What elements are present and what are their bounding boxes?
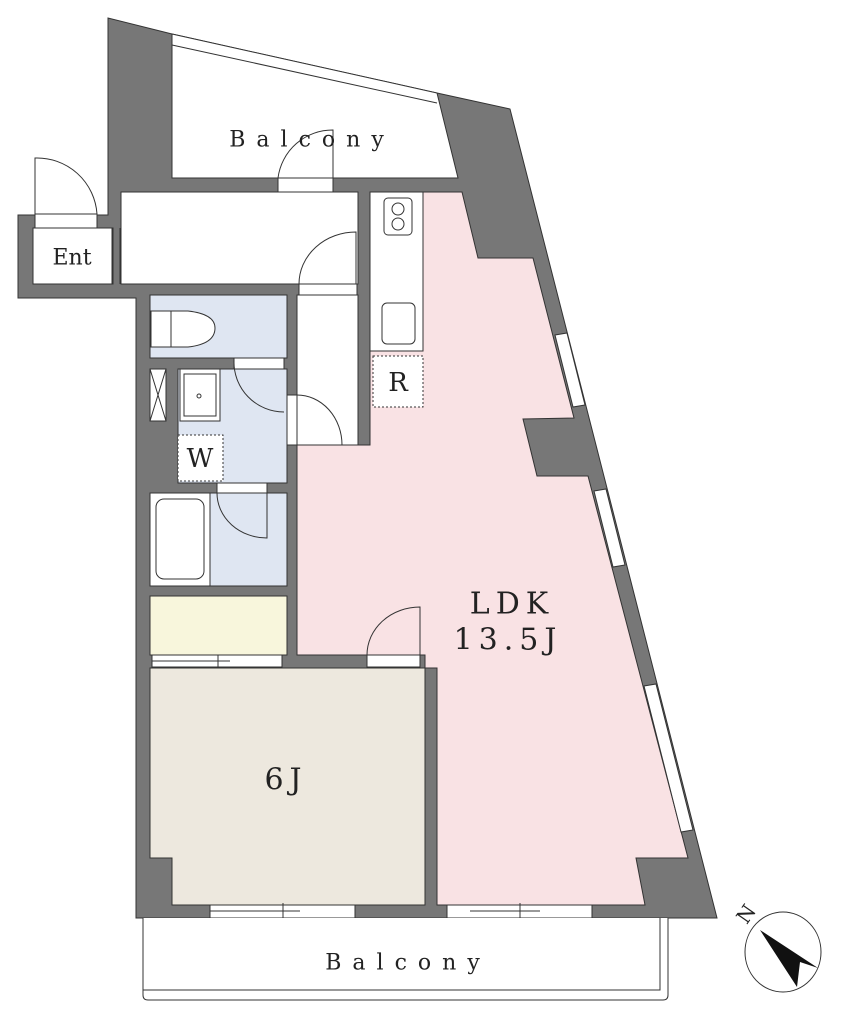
ldk-window-side-3[interactable] bbox=[643, 683, 694, 833]
toilet-icon bbox=[150, 310, 216, 348]
closet-door-swing bbox=[298, 231, 357, 285]
ldk-door[interactable] bbox=[366, 654, 421, 668]
entrance-door-swing bbox=[34, 157, 98, 215]
ldk-label: LDK bbox=[469, 586, 555, 622]
ldk-window-side-2[interactable] bbox=[593, 488, 626, 568]
bedroom-size-label: 6J bbox=[264, 762, 308, 798]
compass-north-icon bbox=[744, 911, 822, 993]
bathtub-icon bbox=[155, 498, 205, 580]
balcony-railing bbox=[171, 44, 438, 104]
bedroom-6j bbox=[149, 667, 426, 906]
refrigerator-label: R bbox=[388, 368, 408, 398]
washroom-door[interactable] bbox=[286, 394, 298, 446]
balcony-bottom bbox=[142, 918, 669, 1001]
bathroom-door[interactable] bbox=[216, 482, 268, 494]
sink-icon bbox=[381, 302, 416, 345]
washer-label: W bbox=[186, 444, 214, 474]
fridge-space bbox=[372, 355, 424, 408]
ldk-size-label: 13.5J bbox=[453, 622, 563, 658]
closet-door[interactable] bbox=[298, 283, 358, 296]
ldk-window-side-1[interactable] bbox=[554, 332, 586, 408]
hallway bbox=[120, 191, 359, 285]
balcony-bottom-label: Balcony bbox=[325, 950, 491, 976]
balcony-top-label: Balcony bbox=[229, 127, 395, 153]
storage-closet bbox=[149, 595, 288, 656]
entrance-door[interactable] bbox=[34, 213, 98, 229]
toilet-door[interactable] bbox=[233, 357, 285, 370]
stove-icon bbox=[383, 197, 413, 236]
balcony-top bbox=[171, 33, 459, 179]
balcony-door-swing bbox=[277, 129, 334, 179]
washer-space bbox=[177, 434, 224, 482]
entrance-area bbox=[32, 227, 114, 285]
balcony-door-top[interactable] bbox=[277, 177, 334, 193]
closet bbox=[296, 294, 359, 446]
entrance-label: Ent bbox=[52, 245, 92, 271]
